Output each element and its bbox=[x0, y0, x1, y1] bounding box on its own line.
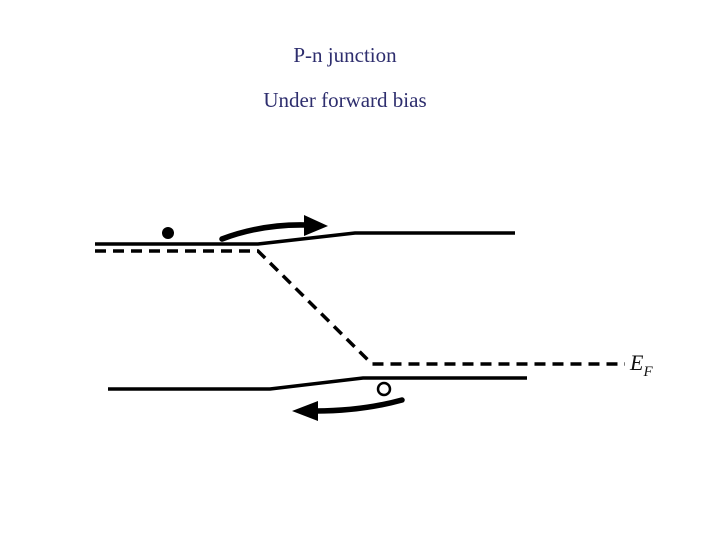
hole-circle bbox=[376, 381, 392, 397]
fermi-label-main: E bbox=[629, 350, 644, 375]
electron-arrow bbox=[219, 215, 328, 242]
fermi-level-line bbox=[95, 249, 625, 366]
title-line-1: P-n junction bbox=[293, 43, 397, 67]
fermi-label-subscript: F bbox=[642, 364, 653, 380]
hole-arrow bbox=[292, 397, 405, 421]
title-line-2: Under forward bias bbox=[263, 88, 427, 112]
conduction-band-line bbox=[95, 231, 515, 246]
fermi-level-label: EF bbox=[629, 350, 653, 380]
valence-band-line bbox=[108, 376, 527, 391]
electron-dot bbox=[162, 227, 174, 239]
